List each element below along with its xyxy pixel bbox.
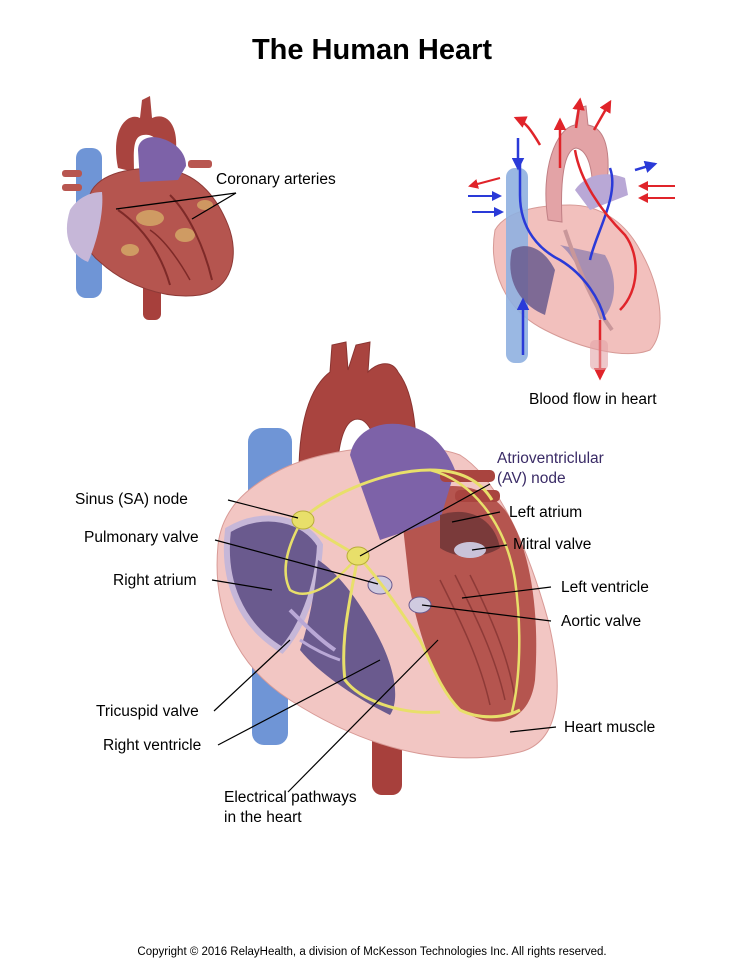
label-left-atrium: Left atrium [509,504,583,521]
exterior-heart [62,96,237,320]
pulmonary-trunk [138,137,186,182]
aorta [116,96,177,172]
leader-lines [211,483,557,793]
copyright-notice: Copyright © 2016 RelayHealth, a division… [137,946,607,958]
sa-node-marker [291,510,315,530]
label-right-atrium: Right atrium [113,572,197,589]
label-tricuspid-valve: Tricuspid valve [96,703,199,720]
electrical-pathways [284,468,521,719]
label-coronary-arteries: Coronary arteries [216,171,336,188]
label-mitral-valve: Mitral valve [513,536,592,553]
label-right-ventricle: Right ventricle [103,737,202,754]
label-blood-flow: Blood flow in heart [529,391,657,408]
label-electrical-line1: Electrical pathways [224,789,357,806]
blood-flow-heart [468,97,675,381]
label-electrical-line2: in the heart [224,809,302,826]
label-aortic-valve: Aortic valve [561,613,642,630]
main-heart [216,341,558,795]
av-node-marker [346,546,370,566]
label-heart-muscle: Heart muscle [564,719,656,736]
label-av-node: Atrioventriclular (AV) node [497,449,604,489]
label-left-ventricle: Left ventricle [561,579,649,596]
pulmonary-trunk-main [350,423,455,540]
label-electrical-pathways: Electrical pathways in the heart [224,788,357,828]
label-sa-node: Sinus (SA) node [75,491,188,508]
label-pulmonary-valve: Pulmonary valve [84,529,199,546]
label-av-node-line1: Atrioventriclular [497,450,604,467]
page-title: The Human Heart [251,34,493,66]
label-av-node-line2: (AV) node [497,470,566,487]
